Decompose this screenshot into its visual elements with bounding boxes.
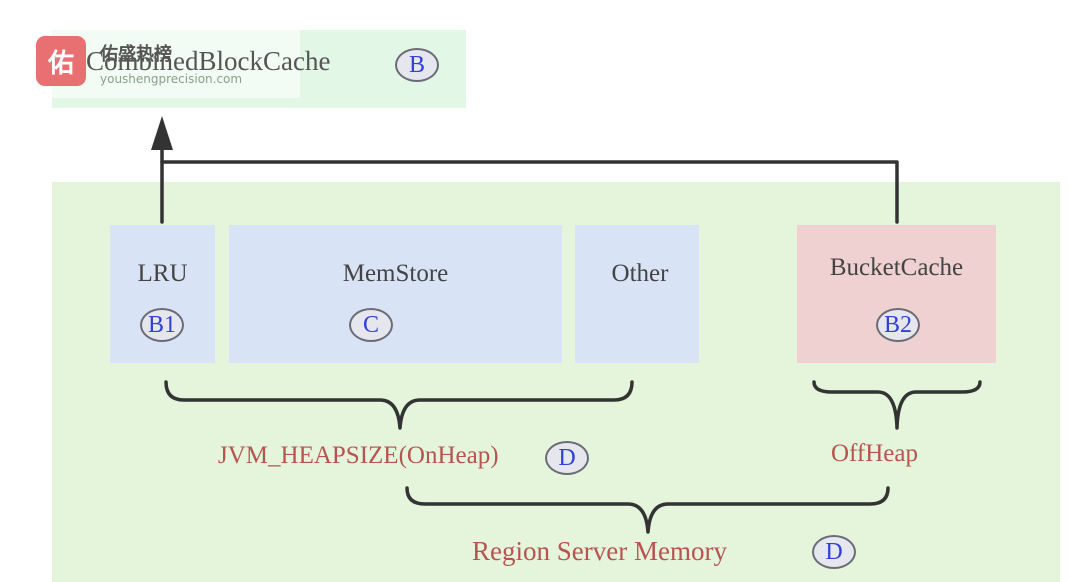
region-server-memory-badge: D <box>812 535 856 569</box>
bucketcache-to-cache-line <box>160 160 899 224</box>
other-block <box>575 225 699 363</box>
offheap-label: OffHeap <box>831 440 918 467</box>
region-server-memory-label: Region Server Memory <box>472 536 727 566</box>
watermark-name: 佑盛热榜 <box>100 44 172 65</box>
other-label: Other <box>611 260 669 287</box>
watermark-url: youshengprecision.com <box>100 72 243 86</box>
onheap-brace <box>164 380 634 430</box>
bucketcache-badge: B2 <box>876 308 920 342</box>
combined-block-cache-title: CombinedBlockCache <box>86 46 331 76</box>
memstore-block <box>229 225 562 363</box>
memstore-label: MemStore <box>342 260 449 287</box>
lru-badge: B1 <box>140 308 184 342</box>
arrow-head-icon <box>151 116 173 150</box>
watermark-band <box>52 30 300 98</box>
offheap-brace <box>812 380 982 430</box>
onheap-badge: D <box>545 441 589 475</box>
bucketcache-label: BucketCache <box>829 254 964 281</box>
onheap-label: JVM_HEAPSIZE(OnHeap) <box>218 442 499 469</box>
lru-label: LRU <box>137 260 188 287</box>
memstore-badge: C <box>349 308 393 342</box>
combined-block-cache-badge: B <box>395 48 439 82</box>
watermark-logo-icon: 佑 <box>36 36 86 86</box>
region-brace <box>405 486 890 534</box>
